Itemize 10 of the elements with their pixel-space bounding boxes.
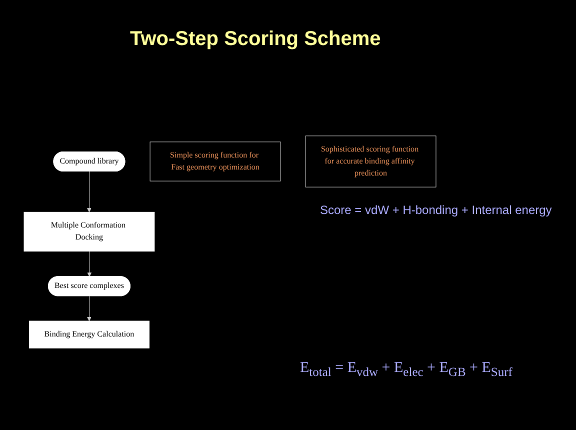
node-box: Multiple Conformation Docking <box>24 212 155 252</box>
energy-formula: E$_{total}$ = E$_{vdw}$ + E$_{elec}$ + E$_{GB}$ + E$_{Surf}$ <box>300 360 512 380</box>
title: Two-Step Scoring Scheme <box>130 28 381 51</box>
score-formula: Score = vdW + H-bonding + Internal energy <box>320 203 552 217</box>
node-box: Sophisticated scoring function for accurate binding affinity prediction <box>305 136 436 188</box>
node-box: Binding Energy Calculation <box>28 320 150 348</box>
arrow <box>87 296 92 322</box>
arrow <box>87 171 92 212</box>
node-box: Simple scoring function for Fast geometry optimization <box>150 142 281 182</box>
arrow <box>87 251 92 277</box>
